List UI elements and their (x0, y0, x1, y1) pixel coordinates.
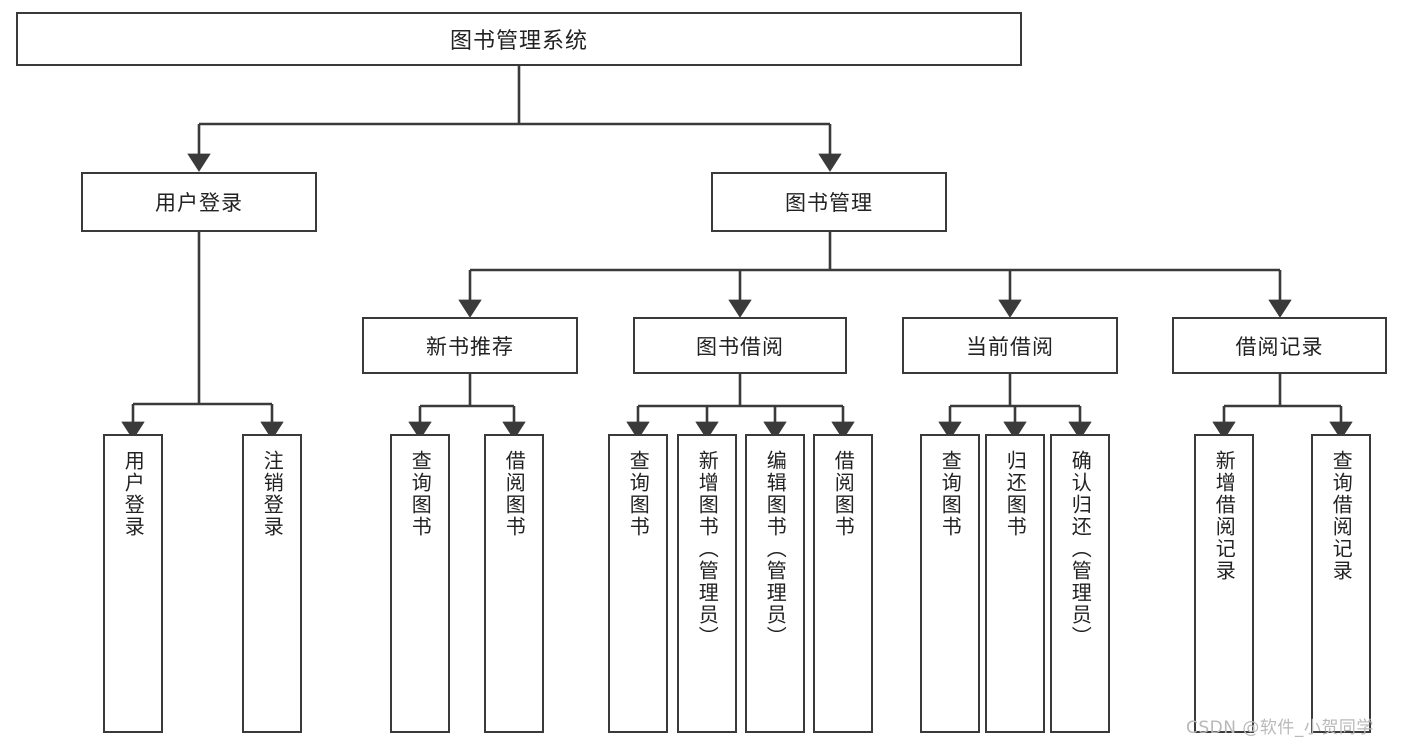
node-borrow-record[interactable]: 借阅记录 (1172, 317, 1387, 374)
node-new-book-recommend[interactable]: 新书推荐 (362, 317, 578, 374)
node-user-login-label: 用户登录 (155, 191, 243, 215)
leaf-borrow-borrow-book[interactable]: 借阅图书 (813, 434, 873, 733)
leaf-label: 确认归还（管理员） (1068, 450, 1093, 648)
node-book-borrow[interactable]: 图书借阅 (633, 317, 847, 374)
leaf-user-login-logout[interactable]: 注销登录 (242, 434, 302, 733)
leaf-label: 查询图书 (626, 450, 651, 538)
leaf-current-confirm-return[interactable]: 确认归还（管理员） (1050, 434, 1110, 733)
leaf-recommend-query-book[interactable]: 查询图书 (390, 434, 450, 733)
leaf-recommend-borrow-book[interactable]: 借阅图书 (484, 434, 544, 733)
node-root-label: 图书管理系统 (449, 29, 588, 54)
node-borrow-record-label: 借阅记录 (1235, 334, 1324, 359)
node-book-management-label: 图书管理 (785, 191, 873, 215)
node-book-borrow-label: 图书借阅 (696, 334, 784, 359)
leaf-label: 查询图书 (938, 450, 963, 538)
leaf-borrow-add-book[interactable]: 新增图书（管理员） (677, 434, 737, 733)
leaf-label: 归还图书 (1003, 450, 1028, 538)
leaf-label: 新增图书（管理员） (695, 450, 720, 648)
leaf-label: 用户登录 (121, 450, 146, 538)
leaf-label: 查询借阅记录 (1329, 450, 1354, 582)
leaf-record-add-record[interactable]: 新增借阅记录 (1194, 434, 1254, 733)
leaf-label: 借阅图书 (831, 450, 856, 538)
leaf-label: 借阅图书 (502, 450, 527, 538)
leaf-current-query-book[interactable]: 查询图书 (920, 434, 980, 733)
leaf-record-query-record[interactable]: 查询借阅记录 (1311, 434, 1371, 733)
leaf-label: 注销登录 (260, 450, 285, 538)
node-user-login[interactable]: 用户登录 (81, 172, 317, 232)
leaf-borrow-query-book[interactable]: 查询图书 (608, 434, 668, 733)
node-new-book-recommend-label: 新书推荐 (426, 334, 514, 359)
leaf-label: 新增借阅记录 (1212, 450, 1237, 582)
leaf-user-login-login[interactable]: 用户登录 (103, 434, 163, 733)
leaf-label: 查询图书 (408, 450, 433, 538)
leaf-current-return-book[interactable]: 归还图书 (985, 434, 1045, 733)
node-current-borrow-label: 当前借阅 (966, 334, 1054, 359)
node-current-borrow[interactable]: 当前借阅 (902, 317, 1118, 374)
leaf-label: 编辑图书（管理员） (763, 450, 788, 648)
csdn-watermark: CSDN @软件_小贺同学 (1186, 718, 1374, 738)
leaf-borrow-edit-book[interactable]: 编辑图书（管理员） (745, 434, 805, 733)
node-root[interactable]: 图书管理系统 (16, 12, 1022, 66)
node-book-management[interactable]: 图书管理 (711, 172, 947, 232)
